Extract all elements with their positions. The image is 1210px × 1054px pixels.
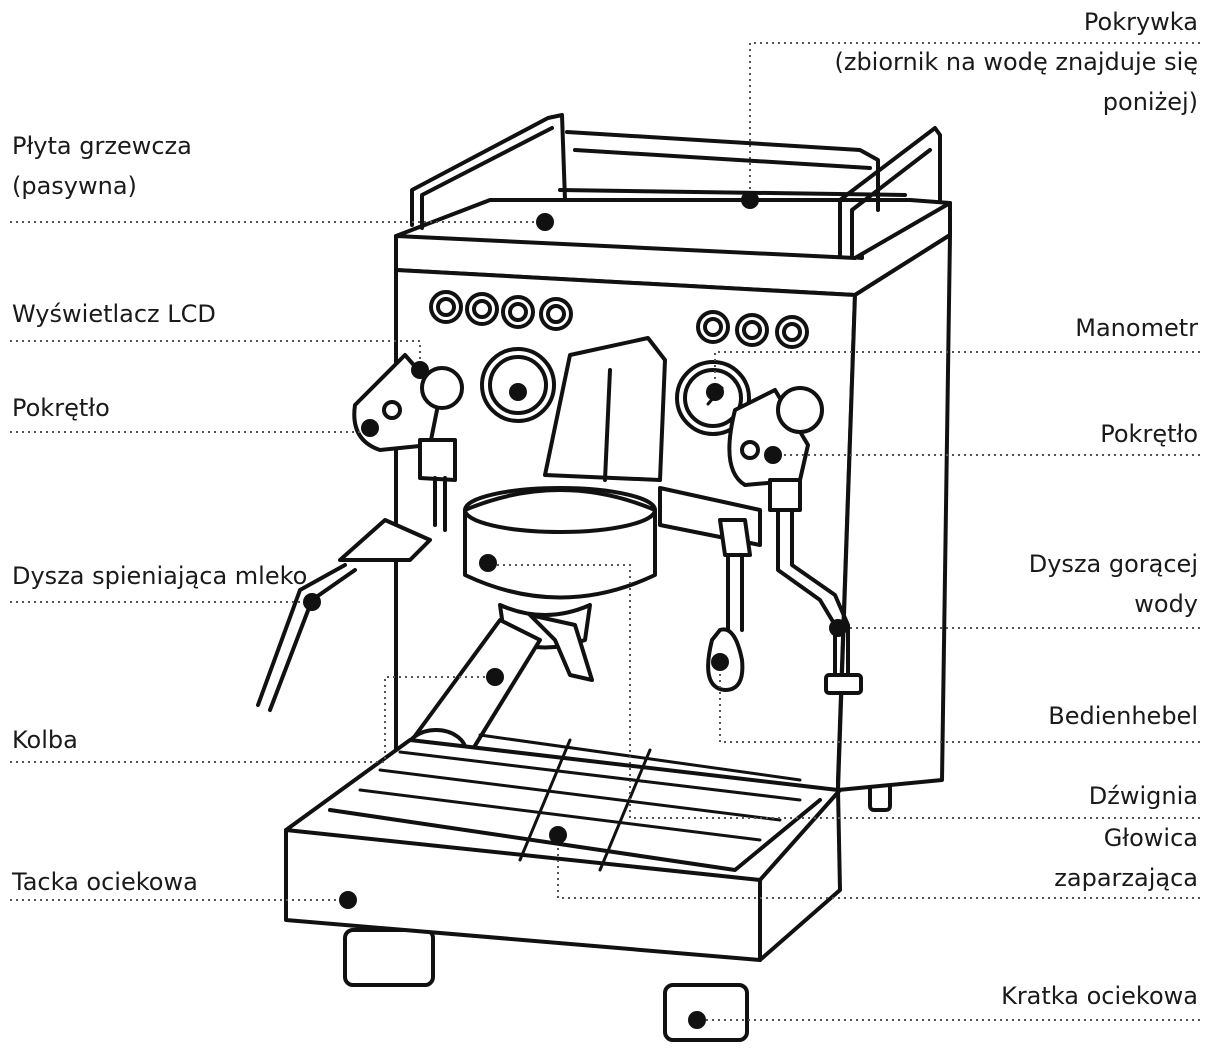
label-line: Pokrętło xyxy=(12,394,110,422)
label-dzwignia: Dźwignia xyxy=(1089,776,1198,816)
label-line: poniżej) xyxy=(1102,88,1198,116)
callout-dots xyxy=(303,191,847,1029)
cup-rails xyxy=(410,113,942,257)
label-line: Manometr xyxy=(1075,314,1198,342)
dot-dysza-spieniajaca xyxy=(303,593,321,611)
label-line: zaparzająca xyxy=(1054,864,1198,892)
label-plyta-grzewcza: Płyta grzewcza (pasywna) xyxy=(12,126,192,206)
dot-pokrywka xyxy=(741,191,759,209)
dot-tacka-ociekowa xyxy=(339,891,357,909)
label-line: Dysza gorącej xyxy=(1028,550,1198,578)
label-tacka-ociekowa: Tacka ociekowa xyxy=(12,862,198,902)
label-line: Tacka ociekowa xyxy=(12,868,198,896)
dot-kratka xyxy=(549,826,567,844)
dot-pokretlo-prawe xyxy=(764,446,782,464)
dot-pokretlo-lewe xyxy=(361,419,379,437)
label-line: Dysza spieniająca mleko xyxy=(12,562,308,590)
label-kratka-ociekowa: Kratka ociekowa xyxy=(1001,976,1198,1016)
lever xyxy=(658,486,762,692)
label-pokretlo-prawe: Pokrętło xyxy=(1100,414,1198,454)
label-line: (zbiornik na wodę znajduje się xyxy=(834,48,1198,76)
dot-dysza-goracej-wody xyxy=(829,619,847,637)
right-buttons xyxy=(696,310,809,349)
label-line: Bedienhebel xyxy=(1048,702,1198,730)
lcd-buttons xyxy=(429,290,573,331)
dot-wyswietlacz xyxy=(411,361,429,379)
label-bedienhebel: Bedienhebel xyxy=(1048,696,1198,736)
label-line: (pasywna) xyxy=(12,172,137,200)
label-line: Głowica xyxy=(1103,824,1198,852)
label-manometr: Manometr xyxy=(1075,308,1198,348)
leader-lines xyxy=(10,42,1200,1021)
label-glowica: Głowica zaparzająca xyxy=(1054,818,1198,898)
dot-kratka-ociekowa xyxy=(688,1011,706,1029)
label-line: Dźwignia xyxy=(1088,782,1198,810)
drip-tray xyxy=(284,733,842,962)
label-line: Pokrywka xyxy=(1083,8,1198,36)
hot-water-wand xyxy=(727,386,863,695)
label-line: Kratka ociekowa xyxy=(1001,982,1198,1010)
label-kolba: Kolba xyxy=(12,720,78,760)
machine-feet xyxy=(343,768,892,1042)
dot-manometr xyxy=(706,383,724,401)
dot-kolba xyxy=(486,668,504,686)
label-line: wody xyxy=(1134,590,1198,618)
label-pokrywka: Pokrywka (zbiornik na wodę znajduje się … xyxy=(834,2,1198,122)
dot-bedienhebel xyxy=(711,653,729,671)
label-line: Pokrętło xyxy=(1100,420,1198,448)
label-line: Kolba xyxy=(12,726,78,754)
label-line: Wyświetlacz LCD xyxy=(12,300,216,328)
label-dysza-goracej-wody: Dysza gorącej wody xyxy=(1029,544,1198,624)
label-line: Płyta grzewcza xyxy=(12,132,192,160)
dot-gauge-left xyxy=(509,383,527,401)
dot-glowica xyxy=(479,554,497,572)
label-dysza-spieniajaca: Dysza spieniająca mleko xyxy=(12,556,307,596)
dot-plyta-grzewcza xyxy=(536,213,554,231)
label-wyswietlacz-lcd: Wyświetlacz LCD xyxy=(12,294,216,334)
label-pokretlo-lewe: Pokrętło xyxy=(12,388,110,428)
